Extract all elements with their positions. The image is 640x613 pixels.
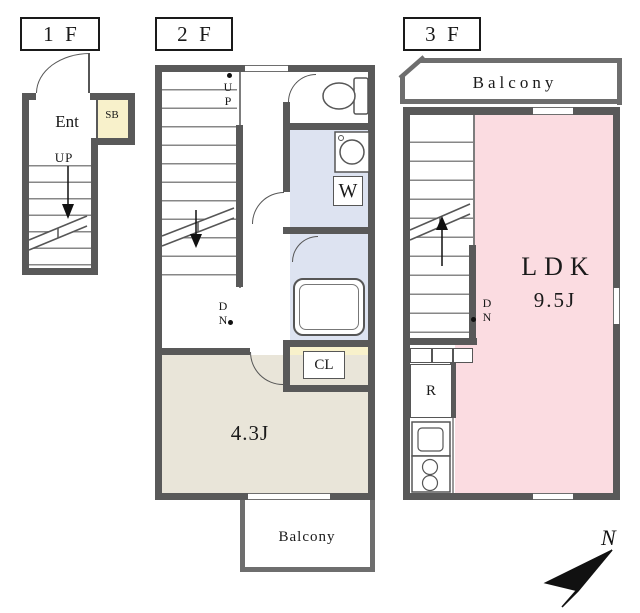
balcony-wall <box>240 567 375 572</box>
stairs-2f <box>162 72 237 288</box>
entrance-label: Ent <box>55 111 79 131</box>
wall-segment <box>613 107 620 288</box>
wall-segment <box>288 65 375 72</box>
entrance-door-leaf <box>88 53 90 93</box>
wall-segment <box>236 125 243 287</box>
closet-label-box <box>303 351 345 379</box>
wall-segment <box>96 100 98 138</box>
toilet-icon <box>322 77 369 115</box>
wall-segment <box>283 130 290 192</box>
wall-segment <box>22 93 29 275</box>
shelf-divider <box>431 349 433 362</box>
up-arrow-3f <box>436 216 448 266</box>
wall-segment <box>91 138 98 275</box>
window-3f-bottom <box>533 493 573 500</box>
wall-segment <box>330 493 375 500</box>
ldk-size-label: 9.5J <box>533 287 577 312</box>
floor-label-3f: 3F <box>403 17 481 51</box>
stair-edge-3f <box>473 114 475 343</box>
window-2f-balcony <box>248 493 330 500</box>
wall-segment <box>573 493 620 500</box>
toilet-door-arc <box>288 74 316 102</box>
wall-segment <box>90 93 135 100</box>
balcony-wall <box>400 99 622 104</box>
shoebox-label: SB <box>105 108 119 121</box>
wall-segment <box>128 93 135 145</box>
wall-segment <box>22 268 98 275</box>
refrigerator-space <box>410 364 452 418</box>
wall-segment <box>283 123 368 130</box>
wall-segment <box>469 245 476 345</box>
wall-segment <box>22 93 36 100</box>
ldk-label: LDK <box>521 252 596 281</box>
wall-segment <box>403 338 477 345</box>
bathtub-icon <box>293 278 365 336</box>
closet-label: CL <box>314 356 334 373</box>
balcony-label-2f: Balcony <box>278 528 336 545</box>
window-3f-right <box>613 288 620 324</box>
down-arrow-2f <box>190 210 202 248</box>
wall-segment <box>283 385 368 392</box>
wall-segment <box>155 493 248 500</box>
wall-segment <box>283 340 368 347</box>
balcony-label-3f: Balcony <box>472 72 558 92</box>
up-label-1f: UP <box>54 150 74 165</box>
bedroom-size-label: 4.3J <box>230 420 270 445</box>
floor-label-1f: 1F <box>20 17 100 51</box>
wall-segment <box>155 65 245 72</box>
window-2f-top <box>245 65 288 72</box>
wall-segment <box>283 227 368 234</box>
wall-segment <box>155 65 162 500</box>
washer-pan <box>333 176 363 206</box>
stairs-1f <box>29 150 91 268</box>
balcony-wall <box>420 58 622 63</box>
counter-edge <box>452 418 454 493</box>
down-label-3f: DN <box>482 296 492 324</box>
wall-segment <box>403 107 410 500</box>
wall-segment <box>450 362 456 418</box>
refrigerator-label: R <box>425 382 436 399</box>
stair-break-2f <box>161 207 235 247</box>
stair-break-1f <box>28 215 88 251</box>
up-arrow-1f <box>62 166 74 219</box>
wall-segment <box>283 347 290 392</box>
wall-segment <box>403 493 533 500</box>
wall-segment <box>368 65 375 500</box>
floor-label-2f: 2F <box>155 17 233 51</box>
wall-segment <box>573 107 620 115</box>
down-label-2f: DN <box>218 299 228 327</box>
north-label: N <box>600 525 617 550</box>
stair-end-dot <box>471 317 476 322</box>
balcony-wall <box>240 500 245 572</box>
shelf-divider <box>452 349 454 362</box>
shoebox-area <box>96 100 128 138</box>
balcony-wall <box>617 58 622 105</box>
balcony-wall <box>400 76 405 101</box>
wall-segment <box>155 348 250 355</box>
washroom-label: W <box>338 180 358 202</box>
washing-machine-icon <box>334 131 370 173</box>
entrance-door-arc <box>36 53 90 93</box>
wall-segment <box>91 138 135 145</box>
counter-shelf <box>410 348 473 363</box>
north-arrow: N <box>543 525 617 608</box>
wall-segment <box>283 102 290 123</box>
wall-segment <box>613 324 620 500</box>
balcony-wall <box>370 500 375 572</box>
stair-start-dot <box>227 73 232 78</box>
up-label-2f: UP <box>223 80 233 108</box>
window-3f-top <box>533 107 573 115</box>
washroom-door-arc <box>252 192 284 224</box>
kitchen-icon <box>411 421 451 493</box>
stair-end-dot <box>228 320 233 325</box>
wall-segment <box>403 107 533 115</box>
